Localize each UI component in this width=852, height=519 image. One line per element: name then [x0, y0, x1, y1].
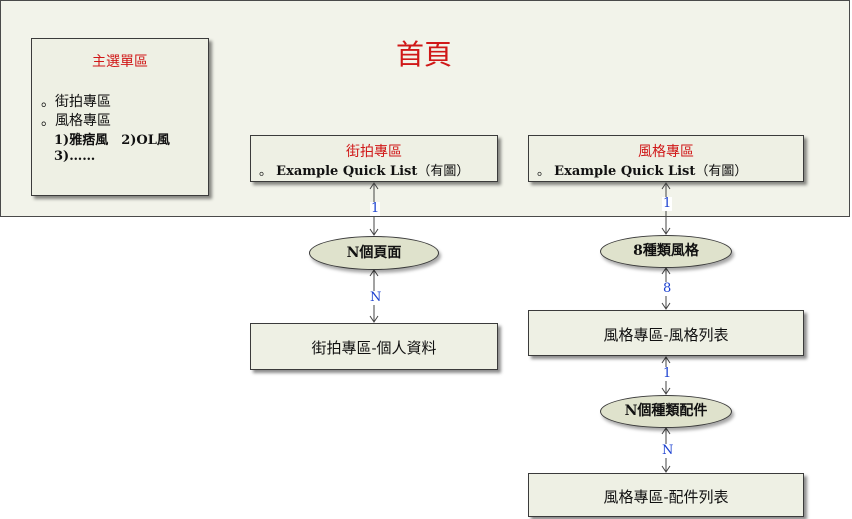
node-street-profile: 街拍專區-個人資料	[250, 323, 498, 370]
edge-label-style-eight: 1	[662, 196, 673, 211]
page-title: 首頁	[396, 38, 453, 71]
node-style-list: 風格專區-風格列表	[528, 310, 804, 356]
style-panel-title: 風格專區	[638, 144, 694, 160]
edge-label-pages-profile: N	[369, 290, 383, 305]
style-panel-item: 。 Example Quick List（有圖）	[537, 164, 748, 179]
street-panel-title: 街拍專區	[346, 144, 402, 160]
main-menu-title: 主選單區	[92, 54, 148, 70]
node-accessory-list: 風格專區-配件列表	[528, 473, 804, 517]
node-n-accessory-types: N個種類配件	[600, 395, 732, 428]
edge-label-accessory-list: N	[661, 443, 675, 458]
main-menu-box: 主選單區 。街拍專區 。風格專區 1)雅痞風 2)OL風 3)……	[31, 38, 209, 196]
style-list-label: 風格專區-風格列表	[603, 326, 729, 344]
style-panel: 風格專區 。 Example Quick List（有圖）	[528, 135, 804, 182]
node-eight-styles: 8種類風格	[600, 235, 732, 268]
menu-subitem-styles-1: 1)雅痞風 2)OL風	[54, 133, 170, 148]
accessory-list-label: 風格專區-配件列表	[603, 488, 729, 506]
street-profile-label: 街拍專區-個人資料	[311, 339, 437, 357]
node-n-pages: N個頁面	[309, 236, 439, 270]
menu-subitem-styles-2: 3)……	[54, 149, 96, 164]
street-panel: 街拍專區 。 Example Quick List（有圖）	[250, 135, 498, 182]
edge-label-list-accessory: 1	[662, 366, 673, 381]
menu-item-street: 。街拍專區	[41, 94, 111, 110]
edge-label-eight-list: 8	[662, 281, 673, 296]
edge-label-street-pages: 1	[370, 201, 381, 216]
menu-item-style: 。風格專區	[41, 113, 111, 129]
street-panel-item: 。 Example Quick List（有圖）	[259, 164, 470, 179]
